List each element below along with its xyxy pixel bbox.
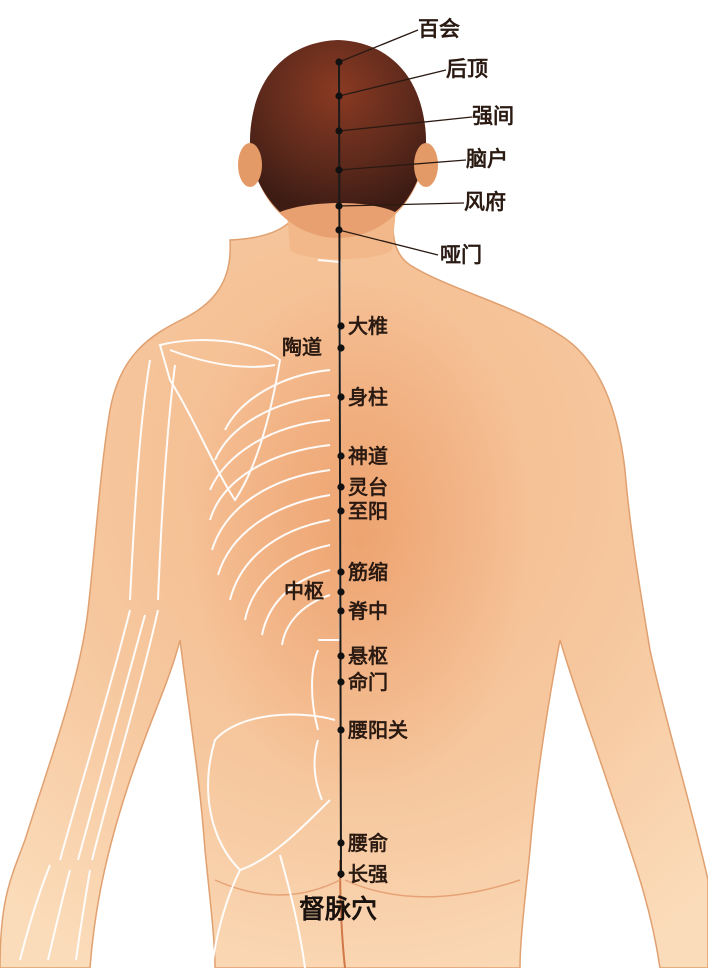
acupoint-label-xuanshu: 悬枢: [348, 644, 388, 668]
acupoint-label-shenzhu: 身柱: [348, 385, 388, 409]
acupoint-label-dazhui: 大椎: [348, 314, 388, 338]
acupoint-label-jizhong: 脊中: [347, 599, 388, 623]
acupoint-label-changqiang: 长强: [348, 862, 388, 886]
acupoint-dot-mingmen: [337, 678, 345, 686]
acupoint-dot-qiangjian: [335, 127, 343, 135]
acupoint-dot-lingtai: [337, 483, 345, 491]
acupoint-dot-yaoyangguan: [337, 726, 345, 734]
body-silhouette: [0, 209, 708, 968]
acupoint-dot-houding: [335, 92, 343, 100]
acupoint-dot-jinsuo: [337, 568, 345, 576]
acupoint-dot-changqiang: [337, 870, 345, 878]
acupoint-label-jinsuo: 筋缩: [348, 560, 388, 584]
acupoint-dot-yamen: [335, 226, 343, 234]
acupoint-label-yamen: 哑门: [440, 243, 482, 267]
acupoint-dot-dazhui: [337, 322, 345, 330]
acupoint-label-mingmen: 命门: [348, 670, 388, 694]
acupoint-dot-shendao: [337, 452, 345, 460]
spine-points: 大椎 陶道 身柱 神道 灵台 至阳 筋缩 中枢 脊中 悬枢 命门 腰阳关 腰俞 …: [282, 314, 408, 886]
acupoint-dot-zhiyang: [337, 507, 345, 515]
diagram-caption: 督脉穴: [299, 894, 377, 925]
acupoint-dot-zhongshu: [337, 588, 345, 596]
acupoint-dot-xuanshu: [337, 652, 345, 660]
acupoint-label-naohu: 脑户: [466, 147, 508, 171]
acupoint-dot-yaoshu: [337, 839, 345, 847]
head: [238, 40, 438, 238]
acupoint-dot-jizhong: [337, 607, 345, 615]
acupoint-dot-fengfu: [335, 202, 343, 210]
acupoint-dot-naohu: [335, 166, 343, 174]
acupoint-label-yaoyangguan: 腰阳关: [347, 718, 408, 742]
acupoint-label-taodao: 陶道: [282, 335, 322, 359]
acupoint-label-houding: 后顶: [446, 57, 488, 81]
acupoint-label-fengfu: 风府: [464, 190, 506, 214]
acupoint-label-zhongshu: 中枢: [284, 579, 324, 603]
acupoint-label-lingtai: 灵台: [348, 475, 388, 499]
acupoint-dot-baihui: [335, 58, 343, 66]
acupoint-label-qiangjian: 强间: [472, 104, 514, 128]
acupoint-label-baihui: 百会: [418, 17, 460, 41]
acupoint-dot-shenzhu: [337, 393, 345, 401]
governor-vessel-meridian-line: [338, 59, 342, 879]
acupoint-label-zhiyang: 至阳: [348, 499, 388, 523]
acupoint-label-shendao: 神道: [348, 444, 388, 468]
acupoint-dot-taodao: [337, 344, 345, 352]
head-points: 百会 后顶 强间 脑户 风府 哑门: [335, 17, 514, 267]
acupoint-label-yaoshu: 腰俞: [347, 831, 389, 855]
skeleton-outline: [19, 259, 341, 968]
